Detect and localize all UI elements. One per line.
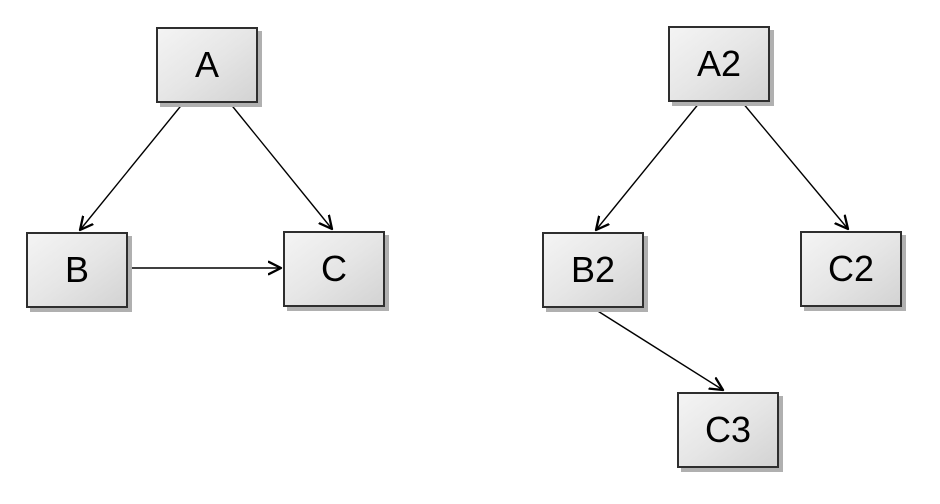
node-C2-label: C2 [827, 248, 875, 289]
node-C3[interactable]: C3 [677, 392, 779, 468]
node-A-label: A [194, 44, 219, 85]
edge-A-C [228, 101, 332, 229]
edge-A2-C2 [741, 101, 848, 229]
node-A2[interactable]: A2 [668, 26, 770, 102]
node-C-label: C [321, 248, 347, 289]
node-C[interactable]: C [283, 231, 385, 307]
edge-A2-B2 [596, 101, 701, 230]
edge-A-B [80, 101, 185, 230]
node-C2[interactable]: C2 [800, 231, 902, 307]
node-B2[interactable]: B2 [542, 232, 644, 308]
node-B[interactable]: B [26, 232, 128, 308]
node-A2-label: A2 [696, 43, 742, 84]
node-C3-label: C3 [704, 409, 752, 450]
node-B2-label: B2 [570, 249, 616, 290]
node-A[interactable]: A [156, 27, 258, 103]
edge-B2-C3 [592, 307, 723, 390]
node-B-label: B [64, 249, 89, 290]
